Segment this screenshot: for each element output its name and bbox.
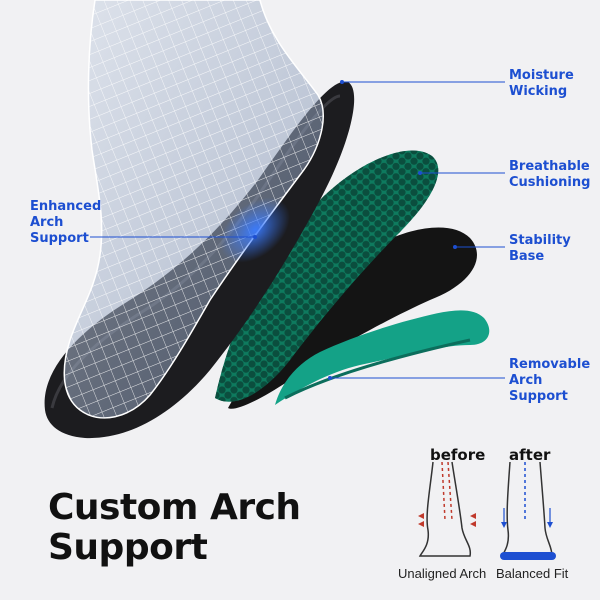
after-label: after — [509, 446, 551, 464]
after-leg-diagram — [500, 461, 553, 557]
callout-enhanced-arch-support: Enhanced Arch Support — [30, 199, 102, 246]
callout-breathable-cushioning: Breathable Cushioning — [509, 159, 591, 190]
after-insole-pad — [500, 552, 556, 560]
callout-moisture-wicking: Moisture Wicking — [509, 68, 574, 99]
before-label: before — [430, 446, 486, 464]
before-caption: Unaligned Arch — [398, 566, 487, 581]
foot-wireframe — [63, 0, 324, 419]
after-caption: Balanced Fit — [496, 566, 569, 581]
callout-leader-lines — [90, 81, 505, 379]
callout-removable-arch-support: Removable Arch Support — [509, 357, 591, 404]
removable-arch-layer — [275, 310, 490, 405]
before-arrows — [418, 513, 476, 527]
after-arrows — [501, 508, 553, 528]
callout-stability-base: Stability Base — [509, 233, 571, 264]
before-leg-diagram — [418, 461, 472, 557]
headline: Custom Arch Support — [48, 487, 301, 568]
stability-base-layer — [228, 227, 477, 409]
